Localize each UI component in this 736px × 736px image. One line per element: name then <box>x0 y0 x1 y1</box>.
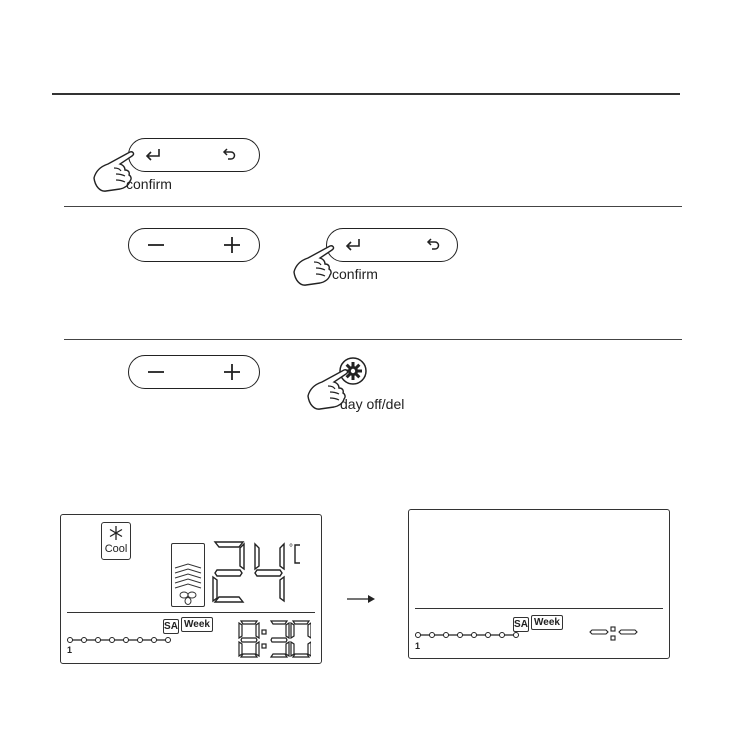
fan-speed-indicator <box>171 543 205 607</box>
lcd-divider <box>415 608 663 609</box>
time-placeholder <box>589 624 639 644</box>
lcd-display-before: Cool <box>60 514 322 664</box>
minus-plus-button-pad[interactable] <box>128 355 260 389</box>
enter-icon[interactable] <box>145 148 163 162</box>
day-timeline <box>67 635 177 645</box>
day-badge: SA <box>163 619 179 634</box>
day-number: 1 <box>67 645 72 655</box>
week-badge: Week <box>531 615 563 630</box>
step-3-caption: day off/del <box>340 396 404 412</box>
lcd-divider <box>67 612 315 613</box>
minus-icon[interactable] <box>147 363 165 381</box>
back-icon[interactable] <box>221 148 237 162</box>
mode-cool-indicator: Cool <box>101 522 131 560</box>
step-divider-1 <box>64 206 682 207</box>
back-icon[interactable] <box>425 238 441 252</box>
temp-unit: ° <box>289 543 293 554</box>
minus-plus-button-pad[interactable] <box>128 228 260 262</box>
step-1-caption: confirm <box>126 176 172 192</box>
week-badge: Week <box>181 617 213 632</box>
minus-icon[interactable] <box>147 236 165 254</box>
fan-icon <box>179 591 197 605</box>
temperature-readout: ° <box>207 539 307 605</box>
mode-label: Cool <box>102 543 130 555</box>
arrow-right-icon <box>346 594 376 604</box>
snowflake-icon <box>108 525 124 541</box>
step-2-caption: confirm <box>332 266 378 282</box>
plus-icon[interactable] <box>223 363 241 381</box>
step-divider-2 <box>64 339 682 340</box>
plus-icon[interactable] <box>223 236 241 254</box>
enter-icon[interactable] <box>345 238 363 252</box>
lcd-display-after: SA Week 1 <box>408 509 670 659</box>
header-divider <box>52 93 680 95</box>
confirm-back-button-pad[interactable] <box>326 228 458 262</box>
day-number: 1 <box>415 641 420 651</box>
time-readout <box>237 619 311 659</box>
day-timeline <box>415 630 525 640</box>
confirm-back-button-pad[interactable] <box>128 138 260 172</box>
